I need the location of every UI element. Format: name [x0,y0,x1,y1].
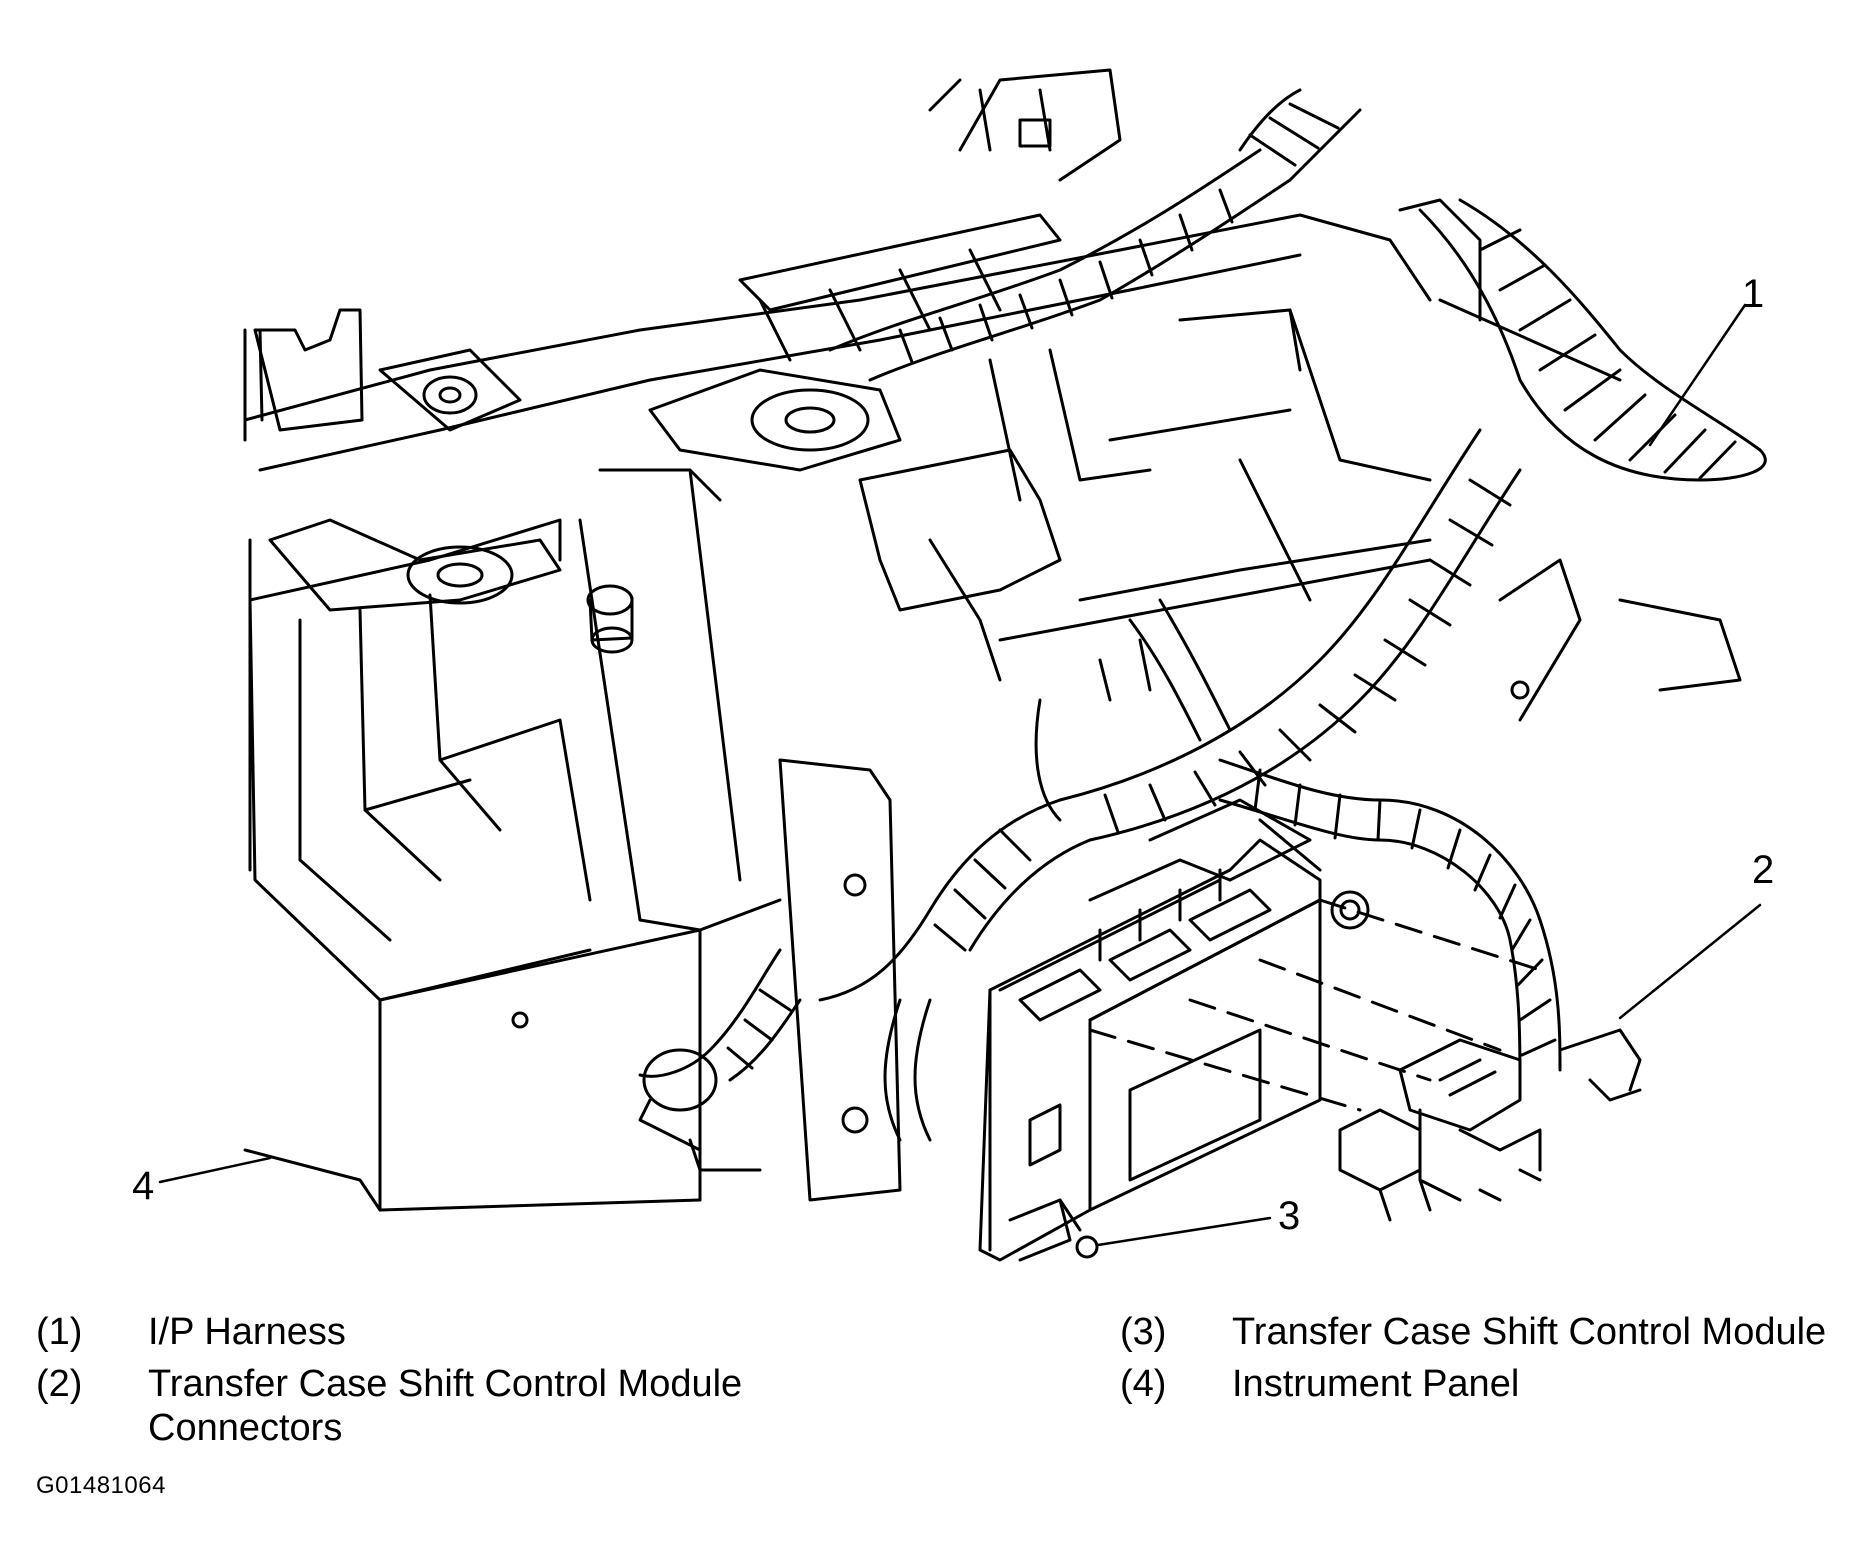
legend-label: I/P Harness [148,1311,346,1353]
legend-label: Transfer Case Shift Control Module [1232,1311,1827,1353]
callout-1: 1 [1742,272,1765,316]
legend-number: (3) [1120,1311,1167,1353]
legend-number: (2) [36,1363,83,1405]
alignment-lines [1088,898,1542,1112]
legend-label: Instrument Panel [1232,1363,1520,1405]
legend-label: Transfer Case Shift Control Module [148,1363,743,1405]
module-connectors [1338,1028,1642,1222]
ip-harness [638,88,1767,1172]
instrument-panel-illustration [158,68,1767,1262]
instrument-panel-frame [243,68,1622,1212]
callout-2: 2 [1752,848,1775,892]
legend-number: (4) [1120,1363,1167,1405]
leader-lines [158,303,1762,1247]
figure-id: G01481064 [36,1472,166,1499]
callout-4: 4 [132,1164,155,1208]
shift-control-module [978,798,1322,1262]
legend-number: (1) [36,1311,83,1353]
callout-3: 3 [1278,1194,1301,1238]
legend-label-continued: Connectors [148,1407,343,1449]
